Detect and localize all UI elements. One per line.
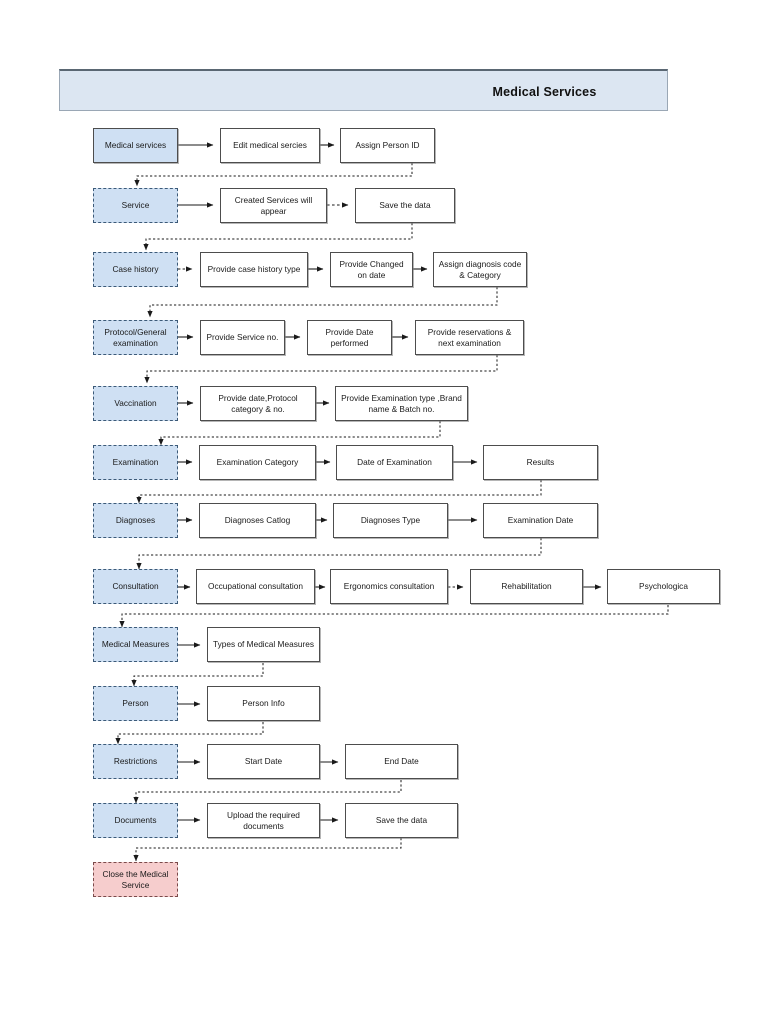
stage-label: Consultation — [112, 581, 159, 592]
step-label: Examination Date — [507, 515, 574, 526]
page-header-banner: Medical Services — [59, 69, 668, 111]
step-label: Provide date,Protocol category & no. — [218, 393, 298, 414]
stage-label: Case history — [112, 264, 159, 275]
step-provide-date-performed[interactable]: Provide Date performed — [307, 320, 392, 355]
step-label: Save the data — [379, 200, 431, 211]
stage-label: Medical Measures — [101, 639, 170, 650]
step-occupational-consultation[interactable]: Occupational consultation — [196, 569, 315, 604]
stage-consultation[interactable]: Consultation — [93, 569, 178, 604]
step-label: Occupational consultation — [207, 581, 303, 592]
step-edit-medical-services[interactable]: Edit medical sercies — [220, 128, 320, 163]
step-label: Results — [526, 457, 555, 468]
step-label: Types of Medical Measures — [213, 639, 314, 650]
step-assign-person-id[interactable]: Assign Person ID — [340, 128, 435, 163]
step-label: Diagnoses Catlog — [224, 515, 291, 526]
stage-label: Protocol/General examination — [104, 327, 167, 348]
step-label: Provide Changed on date — [339, 259, 404, 280]
step-provide-reservations-next-examination[interactable]: Provide reservations & next examination — [415, 320, 524, 355]
step-label: Provide case history type — [207, 264, 301, 275]
step-label: Upload the required documents — [227, 810, 300, 831]
stage-label: Documents — [114, 815, 157, 826]
stage-label: Medical services — [104, 140, 167, 151]
step-label: Assign Person ID — [355, 140, 420, 151]
step-label: Psychologica — [639, 581, 688, 592]
step-created-services-will-appear[interactable]: Created Services will appear — [220, 188, 327, 223]
step-provide-case-history-type[interactable]: Provide case history type — [200, 252, 308, 287]
step-label: Provide Date performed — [325, 327, 374, 348]
stage-documents[interactable]: Documents — [93, 803, 178, 838]
step-diagnoses-type[interactable]: Diagnoses Type — [333, 503, 448, 538]
step-start-date[interactable]: Start Date — [207, 744, 320, 779]
step-label: Date of Examination — [357, 457, 432, 468]
step-label: Examination Category — [216, 457, 299, 468]
step-label: Ergonomics consultation — [343, 581, 435, 592]
step-diagnoses-catlog[interactable]: Diagnoses Catlog — [199, 503, 316, 538]
stage-diagnoses[interactable]: Diagnoses — [93, 503, 178, 538]
step-label: Assign diagnosis code & Category — [438, 259, 522, 280]
step-label: Created Services will appear — [234, 195, 313, 216]
stage-service[interactable]: Service — [93, 188, 178, 223]
step-label: Provide Service no. — [206, 332, 279, 343]
step-provide-date-protocol-category-no[interactable]: Provide date,Protocol category & no. — [200, 386, 316, 421]
stage-protocol-general-examination[interactable]: Protocol/General examination — [93, 320, 178, 355]
stage-case-history[interactable]: Case history — [93, 252, 178, 287]
step-date-of-examination[interactable]: Date of Examination — [336, 445, 453, 480]
step-label: Edit medical sercies — [233, 140, 307, 151]
step-label: End Date — [384, 756, 419, 767]
stage-restrictions[interactable]: Restrictions — [93, 744, 178, 779]
step-ergonomics-consultation[interactable]: Ergonomics consultation — [330, 569, 448, 604]
step-provide-examination-type-brand-batch[interactable]: Provide Examination type ,Brand name & B… — [335, 386, 468, 421]
stage-label: Service — [121, 200, 150, 211]
step-save-the-data-documents[interactable]: Save the data — [345, 803, 458, 838]
step-label: Diagnoses Type — [360, 515, 421, 526]
page-title: Medical Services — [492, 85, 597, 99]
step-label: Provide Examination type ,Brand name & B… — [341, 393, 462, 414]
stage-person[interactable]: Person — [93, 686, 178, 721]
step-save-the-data-service[interactable]: Save the data — [355, 188, 455, 223]
stage-medical-services[interactable]: Medical services — [93, 128, 178, 163]
terminal-close-the-medical-service[interactable]: Close the Medical Service — [93, 862, 178, 897]
step-results[interactable]: Results — [483, 445, 598, 480]
step-label: Save the data — [375, 815, 428, 826]
step-end-date[interactable]: End Date — [345, 744, 458, 779]
stage-label: Diagnoses — [115, 515, 156, 526]
step-examination-date[interactable]: Examination Date — [483, 503, 598, 538]
stage-examination[interactable]: Examination — [93, 445, 178, 480]
stage-label: Vaccination — [114, 398, 157, 409]
stage-vaccination[interactable]: Vaccination — [93, 386, 178, 421]
step-label: Person Info — [242, 698, 285, 709]
stage-label: Examination — [112, 457, 159, 468]
step-upload-required-documents[interactable]: Upload the required documents — [207, 803, 320, 838]
step-label: Provide reservations & next examination — [427, 327, 512, 348]
terminal-label: Close the Medical Service — [102, 869, 169, 890]
step-person-info[interactable]: Person Info — [207, 686, 320, 721]
step-provide-service-no[interactable]: Provide Service no. — [200, 320, 285, 355]
step-assign-diagnosis-code-category[interactable]: Assign diagnosis code & Category — [433, 252, 527, 287]
step-psychological-consultation[interactable]: Psychologica — [607, 569, 720, 604]
step-provide-changed-on-date[interactable]: Provide Changed on date — [330, 252, 413, 287]
step-examination-category[interactable]: Examination Category — [199, 445, 316, 480]
step-rehabilitation[interactable]: Rehabilitation — [470, 569, 583, 604]
stage-label: Restrictions — [113, 756, 158, 767]
stage-medical-measures[interactable]: Medical Measures — [93, 627, 178, 662]
step-label: Start Date — [244, 756, 283, 767]
step-label: Rehabilitation — [501, 581, 552, 592]
step-types-of-medical-measures[interactable]: Types of Medical Measures — [207, 627, 320, 662]
stage-label: Person — [122, 698, 149, 709]
